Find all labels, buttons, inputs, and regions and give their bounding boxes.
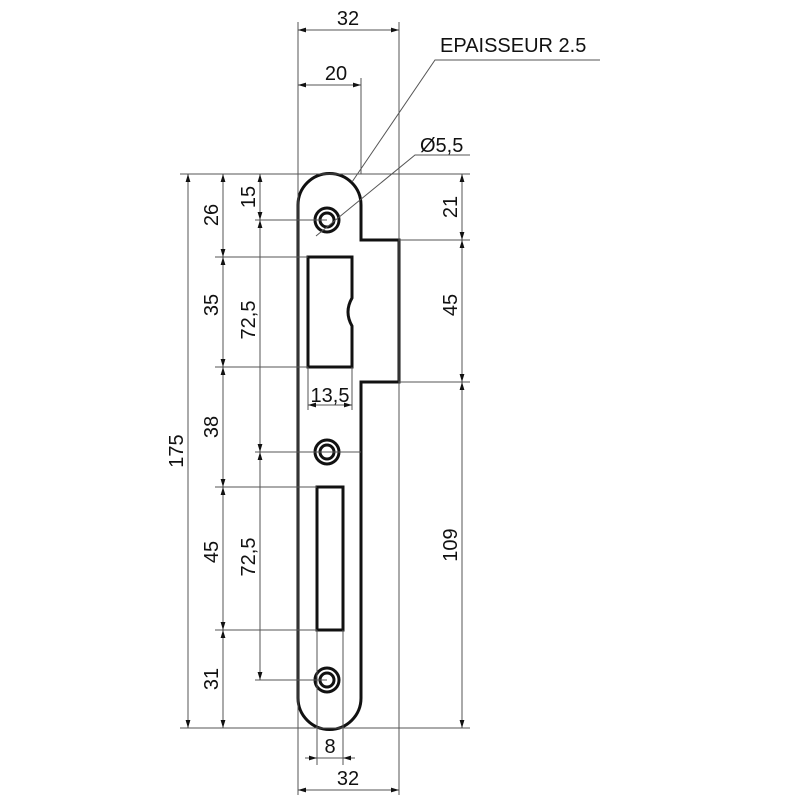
dim-total-height: 175 bbox=[166, 434, 188, 467]
dim-72-5-upper: 72,5 bbox=[238, 301, 260, 340]
thickness-label: EPAISSEUR 2.5 bbox=[440, 35, 586, 57]
dim-slot2-width: 8 bbox=[324, 736, 335, 758]
lower-slot bbox=[315, 485, 345, 632]
dim-45-right: 45 bbox=[440, 294, 462, 316]
extension-lines bbox=[180, 22, 470, 795]
dim-31: 31 bbox=[201, 668, 223, 690]
dim-38: 38 bbox=[201, 416, 223, 438]
dimension-lines bbox=[185, 27, 600, 793]
dim-26: 26 bbox=[201, 204, 223, 226]
dim-72-5-lower: 72,5 bbox=[238, 538, 260, 577]
dim-45-left: 45 bbox=[201, 541, 223, 563]
upper-slot bbox=[306, 255, 354, 369]
dim-109: 109 bbox=[440, 528, 462, 561]
dim-width-bottom: 32 bbox=[337, 768, 359, 790]
dim-width-narrow: 20 bbox=[325, 63, 347, 85]
dim-15: 15 bbox=[238, 186, 260, 208]
dim-21: 21 bbox=[440, 196, 462, 218]
dim-slot-width: 13,5 bbox=[311, 385, 350, 407]
dim-width-top: 32 bbox=[337, 8, 359, 30]
hole-diameter-label: Ø5,5 bbox=[420, 135, 463, 157]
dim-35: 35 bbox=[201, 294, 223, 316]
